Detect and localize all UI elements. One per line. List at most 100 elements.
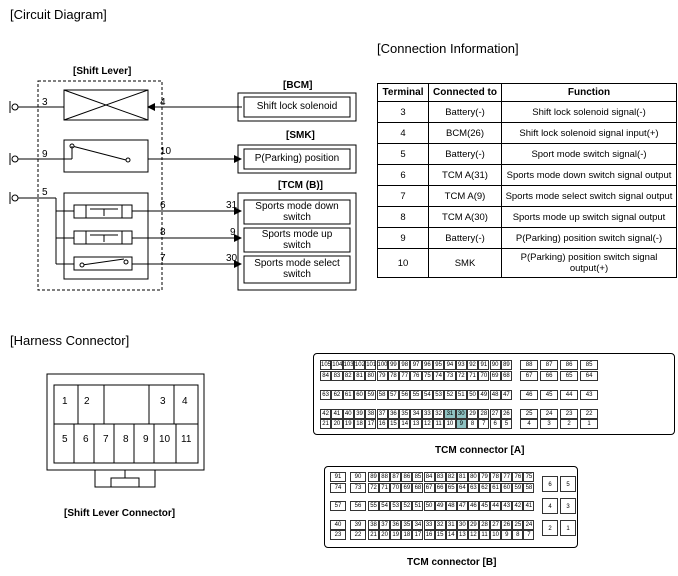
- sm-select-line1: Sports mode select: [254, 258, 340, 269]
- tcm-b-pin: 37: [379, 520, 391, 530]
- shift-pin-5: 5: [62, 434, 68, 445]
- tcm-a-pin: 2: [560, 419, 579, 429]
- tcm-a-pin: 84: [320, 371, 332, 381]
- header-connected-to: Connected to: [428, 83, 502, 102]
- tcm-a-pin: 30: [455, 409, 467, 419]
- tcm-b-pin: 51: [412, 501, 424, 511]
- tcm-a-pin: 69: [489, 371, 501, 381]
- tcm-a-pin: 59: [365, 390, 377, 400]
- tcm-a-pin: 44: [560, 390, 579, 400]
- tcm-b-pin: 80: [467, 472, 479, 482]
- tcm-b-pin: 87: [390, 472, 402, 482]
- smk-label: [SMK]: [286, 130, 315, 141]
- tcm-a-caption: TCM connector [A]: [435, 445, 525, 456]
- shift-lock-solenoid-text: Shift lock solenoid: [256, 101, 338, 112]
- tcm-b-pin: 17: [412, 530, 424, 540]
- tcm-pin-9-label: 9: [230, 227, 236, 238]
- tcm-b-pin: 7: [523, 530, 535, 540]
- tcm-a-pin: 64: [580, 371, 599, 381]
- tcm-a-pin: 89: [500, 360, 513, 370]
- tcm-a-pin: 18: [353, 419, 366, 429]
- tcm-a-pin: 45: [540, 390, 559, 400]
- tcm-b-side-pin: 4: [542, 498, 558, 514]
- tcm-a-pin: 76: [410, 371, 422, 381]
- terminal-cell: 10: [377, 248, 429, 278]
- tcm-b-pin: 25: [512, 520, 524, 530]
- tcm-a-pin: 87: [540, 360, 559, 370]
- pin-9-label: 9: [42, 149, 48, 160]
- tcm-a-pin: 66: [540, 371, 559, 381]
- function-cell: Shift lock solenoid signal(-): [501, 101, 677, 123]
- pin-3-label: 3: [42, 97, 48, 108]
- pin-8-label: 8: [160, 227, 166, 238]
- tcm-a-pin: 27: [489, 409, 501, 419]
- tcm-b-pin: 71: [379, 483, 391, 493]
- terminal-cell: 6: [377, 164, 429, 186]
- tcm-a-pin: 29: [466, 409, 479, 419]
- tcm-a-pin: 92: [466, 360, 479, 370]
- tcm-b-pin: 57: [330, 501, 346, 511]
- tcm-a-pin: 39: [353, 409, 366, 419]
- parking-switch-box: [63, 139, 149, 173]
- tcm-b-pin: 83: [434, 472, 446, 482]
- sm-up-text: Sports mode up switch: [244, 229, 350, 251]
- tcm-b-pin: 11: [479, 530, 491, 540]
- tcm-a-pin: 63: [320, 390, 332, 400]
- tcm-b-side-pin: 1: [560, 520, 576, 536]
- tcm-a-pin: 82: [342, 371, 354, 381]
- tcm-b-pin: 26: [501, 520, 513, 530]
- tcm-b-pin: 38: [368, 520, 380, 530]
- sm-down-text: Sports mode down switch: [244, 201, 350, 223]
- tcm-a-pin: 12: [421, 419, 433, 429]
- shift-pin-7: 7: [103, 434, 109, 445]
- shift-lever-outline: [37, 80, 163, 291]
- bcm-label: [BCM]: [283, 80, 313, 91]
- tcm-b-pin: 73: [350, 483, 366, 493]
- tcm-a-pin: 33: [421, 409, 433, 419]
- pin-4-label: 4: [160, 97, 166, 108]
- tcm-a-pin: 15: [387, 419, 400, 429]
- tcm-b-pin: 32: [434, 520, 446, 530]
- tcm-b-pin: 13: [456, 530, 468, 540]
- tcm-a-pin: 46: [520, 390, 539, 400]
- tcm-b-pin: 24: [523, 520, 535, 530]
- tcm-a-pin: 88: [520, 360, 539, 370]
- header-function: Function: [501, 83, 677, 102]
- tcm-a-pin: 37: [376, 409, 388, 419]
- tcm-b-pin: 85: [412, 472, 424, 482]
- tcm-b-pin: 65: [445, 483, 457, 493]
- tcm-a-pin: 36: [387, 409, 400, 419]
- tcm-a-pin: 7: [478, 419, 490, 429]
- tcm-b-pin: 52: [401, 501, 413, 511]
- tcm-b-pin: 42: [512, 501, 524, 511]
- tcm-b-pin: 90: [350, 472, 366, 482]
- tcm-b-pin: 29: [467, 520, 479, 530]
- tcm-a-pin: 80: [365, 371, 377, 381]
- tcm-b-pin: 78: [490, 472, 502, 482]
- tcm-a-pin: 102: [353, 360, 366, 370]
- tcm-a-pin: 72: [455, 371, 467, 381]
- tcm-b-pin: 58: [523, 483, 535, 493]
- shift-pin-6: 6: [83, 434, 89, 445]
- tcm-b-pin: 36: [390, 520, 402, 530]
- tcm-a-pin: 96: [421, 360, 433, 370]
- shift-pin-3: 3: [160, 396, 166, 407]
- tcm-b-pin: 60: [501, 483, 513, 493]
- tcm-a-pin: 54: [421, 390, 433, 400]
- tcm-a-pin: 65: [560, 371, 579, 381]
- tcm-b-pin: 21: [368, 530, 380, 540]
- tcm-a-pin: 74: [433, 371, 445, 381]
- tcm-a-pin: 47: [500, 390, 513, 400]
- tcm-a-pin: 93: [455, 360, 467, 370]
- sm-select-line2: switch: [283, 269, 311, 280]
- tcm-b-pin: 81: [456, 472, 468, 482]
- tcm-a-pin: 8: [466, 419, 479, 429]
- function-cell: Shift lock solenoid signal input(+): [501, 122, 677, 144]
- tcm-b-pin: 33: [423, 520, 435, 530]
- tcm-b-pin: 54: [379, 501, 391, 511]
- tcm-b-pin: 35: [401, 520, 413, 530]
